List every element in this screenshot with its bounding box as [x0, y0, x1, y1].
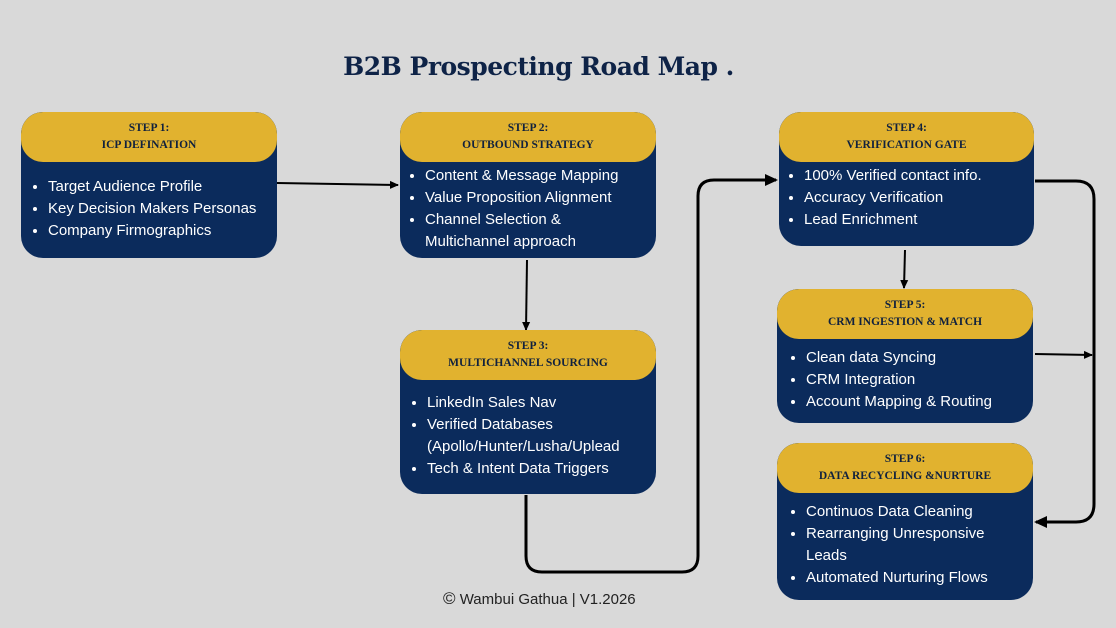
step-1-list: Target Audience Profile Key Decision Mak… — [21, 176, 277, 242]
step-5-card: STEP 5: CRM INGESTION & MATCH Clean data… — [777, 289, 1033, 423]
step-6-card: STEP 6: DATA RECYCLING &NURTURE Continuo… — [777, 443, 1033, 600]
page-title: B2B Prospecting Road Map . — [343, 52, 734, 81]
list-item: LinkedIn Sales Nav — [427, 392, 656, 414]
step-3-header: STEP 3: MULTICHANNEL SOURCING — [400, 330, 656, 380]
step-4-list: 100% Verified contact info. Accuracy Ver… — [779, 165, 1034, 231]
step-2-header: STEP 2: OUTBOUND STRATEGY — [400, 112, 656, 162]
step-1-card: STEP 1: ICP DEFINATION Target Audience P… — [21, 112, 277, 258]
arrow-step4-to-step6 — [1034, 179, 1096, 528]
list-item: Rearranging Unresponsive Leads — [806, 523, 1006, 567]
list-item: Target Audience Profile — [48, 176, 277, 198]
list-item: 100% Verified contact info. — [804, 165, 1034, 187]
step-name: VERIFICATION GATE — [846, 139, 967, 151]
step-6-list: Continuos Data Cleaning Rearranging Unre… — [777, 501, 1033, 589]
footer-text: Wambui Gathua | V1.2026 — [459, 591, 636, 608]
copyright-icon: © — [443, 589, 456, 608]
list-item: Verified Databases (Apollo/Hunter/Lusha/… — [427, 414, 637, 458]
step-label: STEP 1: — [128, 122, 170, 134]
arrow-step1-to-step2 — [276, 180, 399, 189]
arrow-step5-to-side — [1034, 350, 1093, 359]
list-item: Lead Enrichment — [804, 209, 1034, 231]
step-name: ICP DEFINATION — [101, 139, 197, 151]
step-4-card: STEP 4: VERIFICATION GATE 100% Verified … — [779, 112, 1034, 246]
list-item: Content & Message Mapping — [425, 165, 656, 187]
list-item: Account Mapping & Routing — [806, 391, 1033, 413]
step-5-header: STEP 5: CRM INGESTION & MATCH — [777, 289, 1033, 339]
step-label: STEP 3: — [507, 340, 549, 352]
step-label: STEP 4: — [886, 122, 927, 134]
step-3-card: STEP 3: MULTICHANNEL SOURCING LinkedIn S… — [400, 330, 656, 494]
list-item: Clean data Syncing — [806, 347, 1033, 369]
list-item: Channel Selection & Multichannel approac… — [425, 209, 595, 253]
arrow-step2-to-step3 — [522, 259, 531, 331]
step-label: STEP 2: — [507, 122, 549, 134]
list-item: Tech & Intent Data Triggers — [427, 458, 656, 480]
step-6-header: STEP 6: DATA RECYCLING &NURTURE — [777, 443, 1033, 493]
list-item: Automated Nurturing Flows — [806, 567, 1033, 589]
list-item: Key Decision Makers Personas — [48, 198, 277, 220]
step-2-list: Content & Message Mapping Value Proposit… — [400, 165, 656, 253]
step-5-list: Clean data Syncing CRM Integration Accou… — [777, 347, 1033, 413]
list-item: Accuracy Verification — [804, 187, 1034, 209]
list-item: Value Proposition Alignment — [425, 187, 656, 209]
step-1-header: STEP 1: ICP DEFINATION — [21, 112, 277, 162]
step-4-header: STEP 4: VERIFICATION GATE — [779, 112, 1034, 162]
list-item: Continuos Data Cleaning — [806, 501, 1033, 523]
step-name: CRM INGESTION & MATCH — [827, 316, 983, 328]
arrow-step3-to-step4 — [524, 174, 778, 574]
step-name: OUTBOUND STRATEGY — [462, 139, 594, 151]
step-3-list: LinkedIn Sales Nav Verified Databases (A… — [400, 392, 656, 480]
step-label: STEP 6: — [884, 453, 926, 465]
footer-credit: © Wambui Gathua | V1.2026 — [443, 589, 636, 609]
list-item: Company Firmographics — [48, 220, 277, 242]
step-name: MULTICHANNEL SOURCING — [448, 357, 608, 369]
step-name: DATA RECYCLING &NURTURE — [818, 470, 992, 482]
step-2-card: STEP 2: OUTBOUND STRATEGY Content & Mess… — [400, 112, 656, 258]
list-item: CRM Integration — [806, 369, 1033, 391]
arrow-step4-to-step5 — [900, 249, 909, 289]
step-label: STEP 5: — [884, 299, 926, 311]
